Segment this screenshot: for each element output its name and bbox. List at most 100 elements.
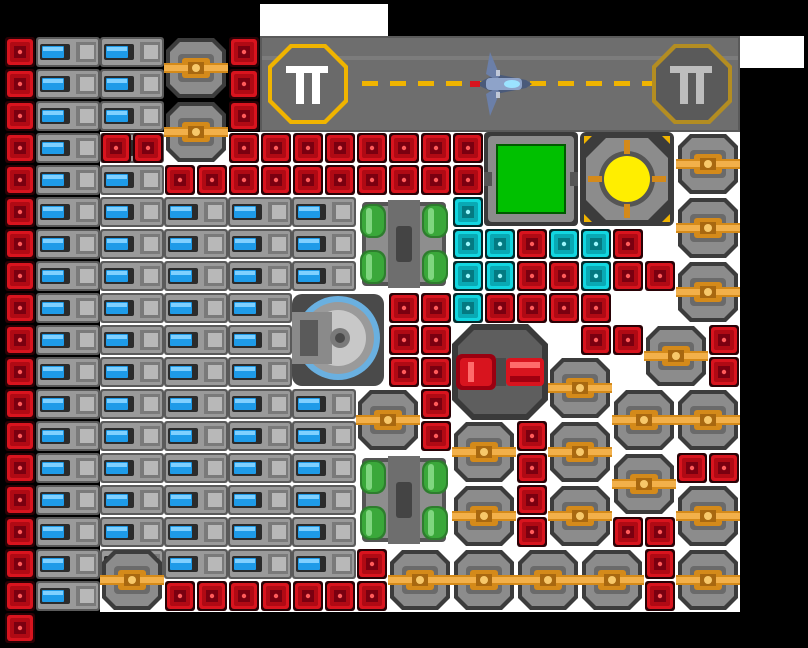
battery-module-icon[interactable] bbox=[36, 389, 100, 419]
battery-module-icon[interactable] bbox=[36, 357, 100, 387]
battery-module-icon[interactable] bbox=[228, 453, 292, 483]
red-armor-block-icon[interactable] bbox=[645, 549, 675, 579]
battery-module-icon[interactable] bbox=[228, 517, 292, 547]
battery-module-icon[interactable] bbox=[36, 101, 100, 131]
battery-module-icon[interactable] bbox=[228, 485, 292, 515]
cannon-turret-icon[interactable] bbox=[676, 262, 740, 322]
battery-module-icon[interactable] bbox=[100, 357, 164, 387]
red-armor-block-icon[interactable] bbox=[5, 261, 35, 291]
cannon-turret-icon[interactable] bbox=[580, 550, 644, 610]
red-armor-block-icon[interactable] bbox=[5, 229, 35, 259]
red-armor-block-icon[interactable] bbox=[293, 133, 323, 163]
battery-module-icon[interactable] bbox=[36, 133, 100, 163]
red-armor-block-icon[interactable] bbox=[517, 293, 547, 323]
red-thruster-icon[interactable] bbox=[452, 324, 548, 420]
battery-module-icon[interactable] bbox=[292, 517, 356, 547]
red-armor-block-icon[interactable] bbox=[197, 581, 227, 611]
red-armor-block-icon[interactable] bbox=[421, 421, 451, 451]
battery-module-icon[interactable] bbox=[228, 389, 292, 419]
battery-module-icon[interactable] bbox=[164, 389, 228, 419]
red-armor-block-icon[interactable] bbox=[549, 261, 579, 291]
red-armor-block-icon[interactable] bbox=[421, 165, 451, 195]
red-armor-block-icon[interactable] bbox=[325, 165, 355, 195]
battery-module-icon[interactable] bbox=[100, 69, 164, 99]
red-armor-block-icon[interactable] bbox=[357, 549, 387, 579]
landing-pad-icon[interactable] bbox=[652, 44, 732, 124]
red-armor-block-icon[interactable] bbox=[5, 453, 35, 483]
battery-module-icon[interactable] bbox=[292, 549, 356, 579]
cannon-turret-icon[interactable] bbox=[164, 38, 228, 98]
cyan-conduit-block-icon[interactable] bbox=[453, 293, 483, 323]
red-armor-block-icon[interactable] bbox=[613, 229, 643, 259]
battery-module-icon[interactable] bbox=[100, 325, 164, 355]
cannon-turret-icon[interactable] bbox=[644, 326, 708, 386]
cannon-turret-icon[interactable] bbox=[164, 102, 228, 162]
battery-module-icon[interactable] bbox=[164, 325, 228, 355]
red-armor-block-icon[interactable] bbox=[517, 421, 547, 451]
battery-module-icon[interactable] bbox=[36, 229, 100, 259]
battery-module-icon[interactable] bbox=[36, 485, 100, 515]
cyan-conduit-block-icon[interactable] bbox=[581, 229, 611, 259]
cannon-turret-icon[interactable] bbox=[452, 422, 516, 482]
red-armor-block-icon[interactable] bbox=[581, 325, 611, 355]
red-armor-block-icon[interactable] bbox=[421, 133, 451, 163]
red-armor-block-icon[interactable] bbox=[325, 581, 355, 611]
red-armor-block-icon[interactable] bbox=[5, 37, 35, 67]
red-armor-block-icon[interactable] bbox=[293, 165, 323, 195]
cannon-turret-icon[interactable] bbox=[676, 550, 740, 610]
cannon-turret-icon[interactable] bbox=[612, 454, 676, 514]
battery-module-icon[interactable] bbox=[292, 453, 356, 483]
red-armor-block-icon[interactable] bbox=[485, 293, 515, 323]
red-armor-block-icon[interactable] bbox=[389, 325, 419, 355]
red-armor-block-icon[interactable] bbox=[421, 357, 451, 387]
red-armor-block-icon[interactable] bbox=[133, 133, 163, 163]
red-armor-block-icon[interactable] bbox=[229, 101, 259, 131]
battery-module-icon[interactable] bbox=[36, 421, 100, 451]
red-armor-block-icon[interactable] bbox=[677, 453, 707, 483]
red-armor-block-icon[interactable] bbox=[389, 293, 419, 323]
battery-module-icon[interactable] bbox=[36, 261, 100, 291]
red-armor-block-icon[interactable] bbox=[453, 165, 483, 195]
red-armor-block-icon[interactable] bbox=[581, 293, 611, 323]
battery-module-icon[interactable] bbox=[292, 421, 356, 451]
cannon-turret-icon[interactable] bbox=[452, 550, 516, 610]
red-armor-block-icon[interactable] bbox=[229, 165, 259, 195]
battery-module-icon[interactable] bbox=[164, 485, 228, 515]
red-armor-block-icon[interactable] bbox=[421, 325, 451, 355]
red-armor-block-icon[interactable] bbox=[197, 165, 227, 195]
red-armor-block-icon[interactable] bbox=[5, 389, 35, 419]
battery-module-icon[interactable] bbox=[228, 357, 292, 387]
cyan-conduit-block-icon[interactable] bbox=[453, 197, 483, 227]
red-armor-block-icon[interactable] bbox=[517, 261, 547, 291]
battery-module-icon[interactable] bbox=[100, 485, 164, 515]
battery-module-icon[interactable] bbox=[164, 421, 228, 451]
battery-module-icon[interactable] bbox=[100, 197, 164, 227]
cyan-conduit-block-icon[interactable] bbox=[485, 229, 515, 259]
battery-module-icon[interactable] bbox=[164, 453, 228, 483]
battery-module-icon[interactable] bbox=[228, 293, 292, 323]
red-armor-block-icon[interactable] bbox=[5, 517, 35, 547]
red-armor-block-icon[interactable] bbox=[261, 133, 291, 163]
battery-module-icon[interactable] bbox=[36, 165, 100, 195]
red-armor-block-icon[interactable] bbox=[5, 613, 35, 643]
battery-module-icon[interactable] bbox=[36, 517, 100, 547]
landing-pad-icon[interactable] bbox=[268, 44, 348, 124]
cannon-turret-icon[interactable] bbox=[548, 358, 612, 418]
red-armor-block-icon[interactable] bbox=[5, 293, 35, 323]
red-armor-block-icon[interactable] bbox=[549, 293, 579, 323]
fuel-tank-icon[interactable] bbox=[360, 456, 448, 544]
battery-module-icon[interactable] bbox=[100, 389, 164, 419]
red-armor-block-icon[interactable] bbox=[709, 453, 739, 483]
cannon-turret-icon[interactable] bbox=[356, 390, 420, 450]
battery-module-icon[interactable] bbox=[164, 229, 228, 259]
battery-module-icon[interactable] bbox=[100, 453, 164, 483]
battery-module-icon[interactable] bbox=[292, 261, 356, 291]
cannon-turret-icon[interactable] bbox=[612, 390, 676, 450]
battery-module-icon[interactable] bbox=[36, 197, 100, 227]
battery-module-icon[interactable] bbox=[228, 261, 292, 291]
red-armor-block-icon[interactable] bbox=[517, 229, 547, 259]
battery-module-icon[interactable] bbox=[228, 549, 292, 579]
cannon-turret-icon[interactable] bbox=[676, 198, 740, 258]
battery-module-icon[interactable] bbox=[36, 453, 100, 483]
battery-module-icon[interactable] bbox=[164, 293, 228, 323]
